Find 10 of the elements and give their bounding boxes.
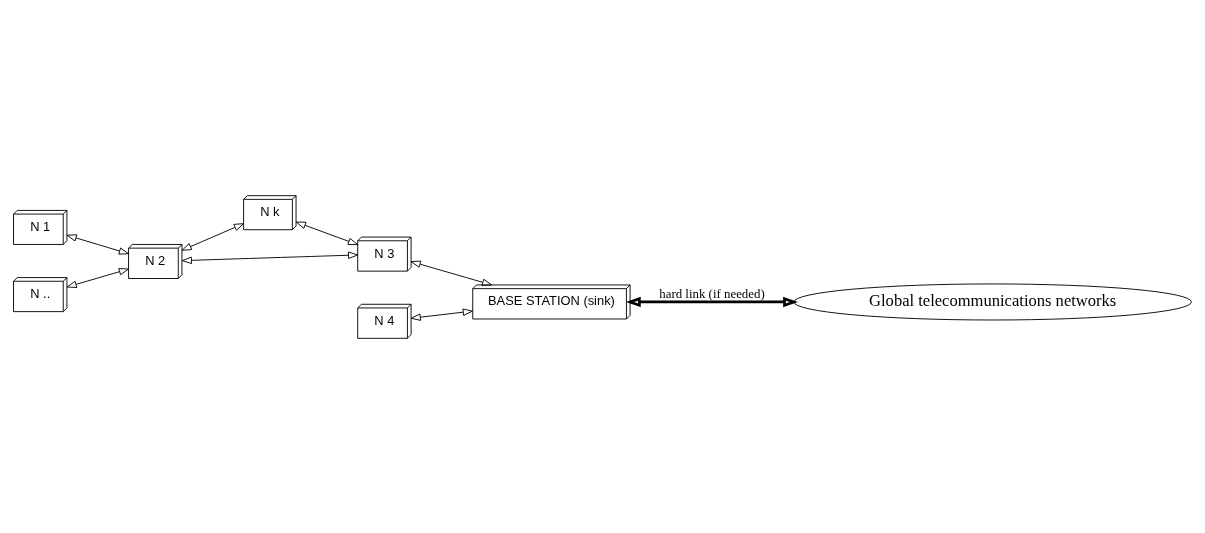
arrow [66,233,129,255]
arrow [295,221,359,245]
edge-label: hard link (if needed) [659,286,765,301]
arrow [181,222,244,251]
arrow [625,296,798,307]
arrow [410,260,493,286]
arrow [66,267,129,288]
node-ellipse: Global telecommunications networks [793,282,1192,320]
arrow [410,308,473,321]
arrow [181,251,359,264]
